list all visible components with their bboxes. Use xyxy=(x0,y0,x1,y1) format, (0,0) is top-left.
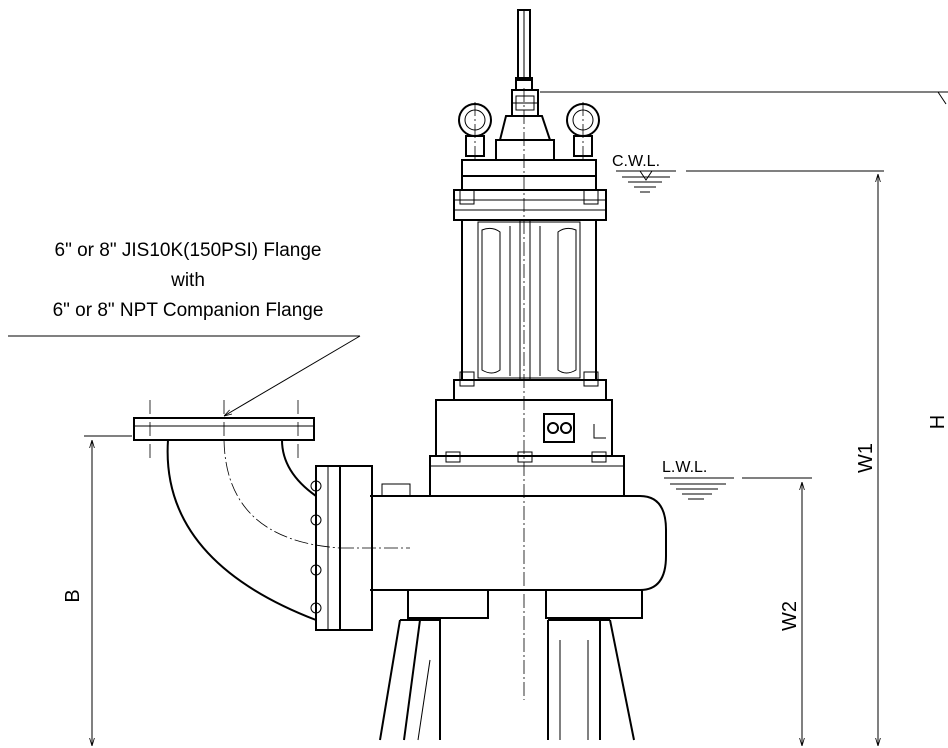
lwl-label: L.W.L. xyxy=(662,459,707,476)
w1-label: W1 xyxy=(855,443,877,473)
cwl-label: C.W.L. xyxy=(612,153,660,170)
h-label: H xyxy=(927,415,948,429)
lifting-eye-left xyxy=(458,102,492,160)
b-dimension xyxy=(84,435,132,746)
discharge-elbow xyxy=(133,400,410,621)
cable-gland xyxy=(498,89,552,141)
lwl-marker xyxy=(664,477,812,500)
w2-label: W2 xyxy=(779,601,801,631)
cwl-marker xyxy=(616,170,884,193)
motor-body xyxy=(453,219,607,401)
motor-top-cover xyxy=(453,139,607,221)
callout-line-1: 6" or 8" JIS10K(150PSI) Flange xyxy=(55,240,322,261)
b-label: B xyxy=(62,589,84,602)
base-legs xyxy=(379,589,643,741)
power-cable xyxy=(515,9,533,91)
callout-line-2: with xyxy=(170,270,205,291)
h-upper-arrow xyxy=(937,91,947,105)
volute-casing xyxy=(370,451,667,591)
callout-leader xyxy=(8,335,361,416)
lifting-eye-right xyxy=(566,102,600,160)
callout-line-3: 6" or 8" NPT Companion Flange xyxy=(53,300,324,321)
